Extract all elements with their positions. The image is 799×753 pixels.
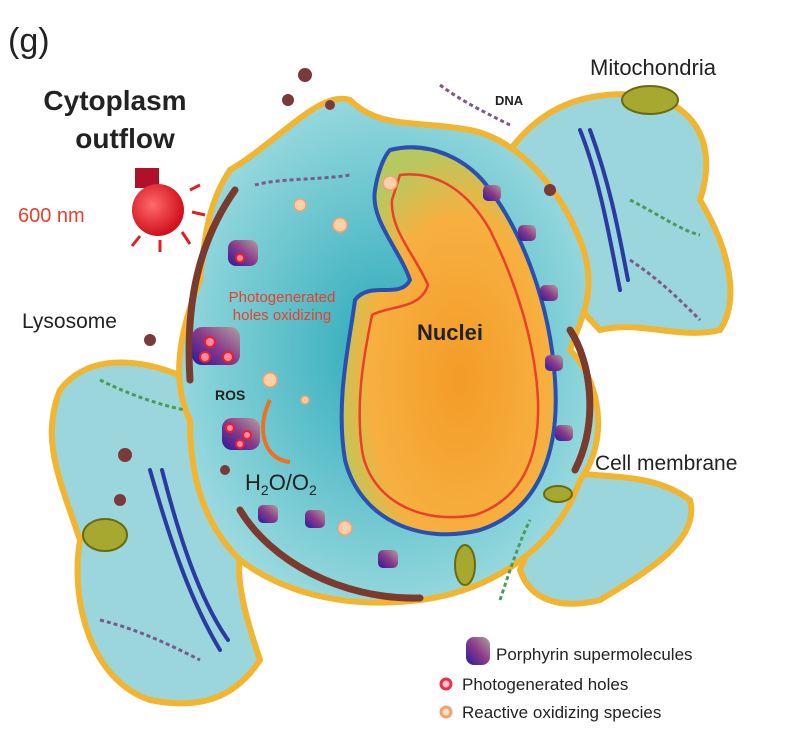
water-oxygen-label: H2O/O2 <box>245 470 317 498</box>
nucleus <box>339 145 558 537</box>
wavelength-label: 600 nm <box>18 205 85 227</box>
panel-label: (g) <box>8 22 50 60</box>
legend: Porphyrin supermolecules Photogenerated … <box>439 637 693 722</box>
lysosome-label: Lysosome <box>22 310 117 333</box>
legend-item: Reactive oxidizing species <box>439 703 661 722</box>
hole-icon <box>439 677 453 691</box>
lysosomes <box>114 68 556 506</box>
dna-strands <box>99 83 702 662</box>
mitochondrion <box>82 518 128 552</box>
mitochondrion <box>454 544 476 586</box>
cytoskeleton <box>148 128 630 652</box>
cytoplasm-outflow-label-line1: Cytoplasm <box>43 85 186 116</box>
ros-icon <box>439 705 453 719</box>
light-bulb-icon <box>130 168 206 252</box>
legend-label: Reactive oxidizing species <box>462 703 661 722</box>
mitochondria-label: Mitochondria <box>590 55 717 80</box>
cell-membrane-right <box>566 326 594 474</box>
nucleus-inner-membrane <box>358 173 540 519</box>
mitochondrion <box>621 85 679 115</box>
legend-item: Photogenerated holes <box>439 675 628 694</box>
mitochondrion <box>543 485 573 503</box>
cell-membrane-label: Cell membrane <box>595 452 737 475</box>
legend-label: Porphyrin supermolecules <box>496 645 693 664</box>
cell-membrane-bottom <box>236 506 424 602</box>
ros-label: ROS <box>215 387 245 403</box>
holes-label-line2: holes oxidizing <box>233 307 331 324</box>
reaction-arrow <box>260 399 291 464</box>
porphyrin-icon <box>466 637 490 665</box>
nuclei-label: Nuclei <box>417 320 483 345</box>
cytoplasm-outflow-label-line2: outflow <box>75 123 175 154</box>
legend-label: Photogenerated holes <box>462 675 628 694</box>
holes-label-line1: Photogenerated <box>229 289 336 306</box>
dna-label: DNA <box>495 93 524 108</box>
porphyrin-clusters <box>192 185 573 568</box>
legend-item: Porphyrin supermolecules <box>466 637 693 665</box>
cell-membrane-left <box>185 186 239 384</box>
reactive-oxidizing-species <box>262 175 398 536</box>
